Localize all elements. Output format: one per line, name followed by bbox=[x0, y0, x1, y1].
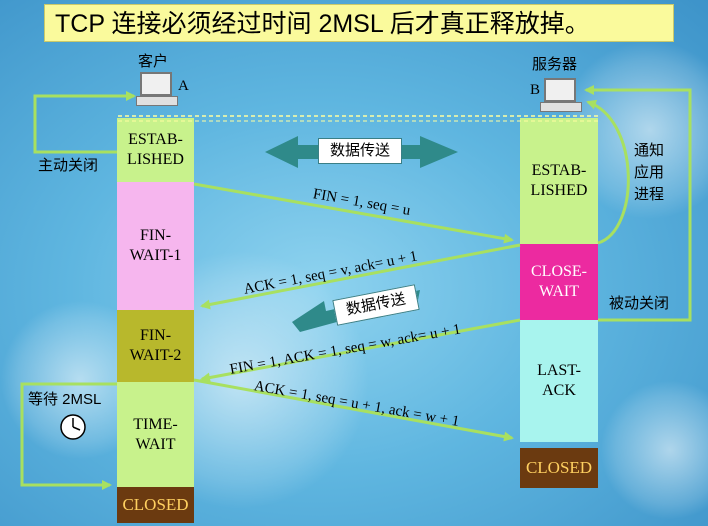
message-arrow-fin bbox=[193, 182, 514, 244]
background-flower bbox=[600, 380, 708, 520]
passive-close-label: 被动关闭 bbox=[609, 295, 670, 312]
server-state-established: ESTAB- LISHED bbox=[520, 118, 598, 244]
passive-close-line bbox=[584, 85, 692, 322]
message-arrow-ack bbox=[200, 243, 521, 310]
server-state-close-wait: CLOSE- WAIT bbox=[520, 244, 598, 320]
client-state-fin-wait-2: FIN- WAIT-2 bbox=[117, 310, 194, 382]
server-state-closed: CLOSED bbox=[520, 448, 598, 488]
notify-app-label: 通知 应用 进程 bbox=[634, 142, 665, 203]
server-letter: B bbox=[530, 82, 541, 98]
notify-app-curve bbox=[586, 99, 630, 245]
client-state-closed: CLOSED bbox=[117, 487, 194, 523]
active-close-line bbox=[33, 91, 136, 154]
message-arrow-fin-ack bbox=[200, 318, 521, 383]
server-label: 服务器 bbox=[532, 56, 578, 73]
page-title: TCP 连接必须经过时间 2MSL 后才真正释放掉。 bbox=[44, 4, 674, 42]
message-arrow-final-ack bbox=[193, 378, 514, 442]
client-state-fin-wait-1: FIN- WAIT-1 bbox=[117, 182, 194, 310]
active-close-label: 主动关闭 bbox=[38, 157, 99, 174]
server-computer-icon bbox=[540, 76, 582, 112]
client-computer-icon bbox=[136, 70, 178, 106]
client-state-time-wait: TIME- WAIT bbox=[117, 382, 194, 487]
clock-icon bbox=[60, 414, 86, 440]
client-letter: A bbox=[178, 78, 189, 94]
wait-2msl-label: 等待 2MSL bbox=[28, 391, 102, 408]
wait-2msl-line bbox=[20, 382, 117, 490]
client-state-established: ESTAB- LISHED bbox=[117, 118, 194, 182]
server-state-last-ack: LAST- ACK bbox=[520, 320, 598, 442]
data-transfer-label: 数据传送 bbox=[318, 138, 402, 164]
client-label: 客户 bbox=[138, 53, 169, 70]
